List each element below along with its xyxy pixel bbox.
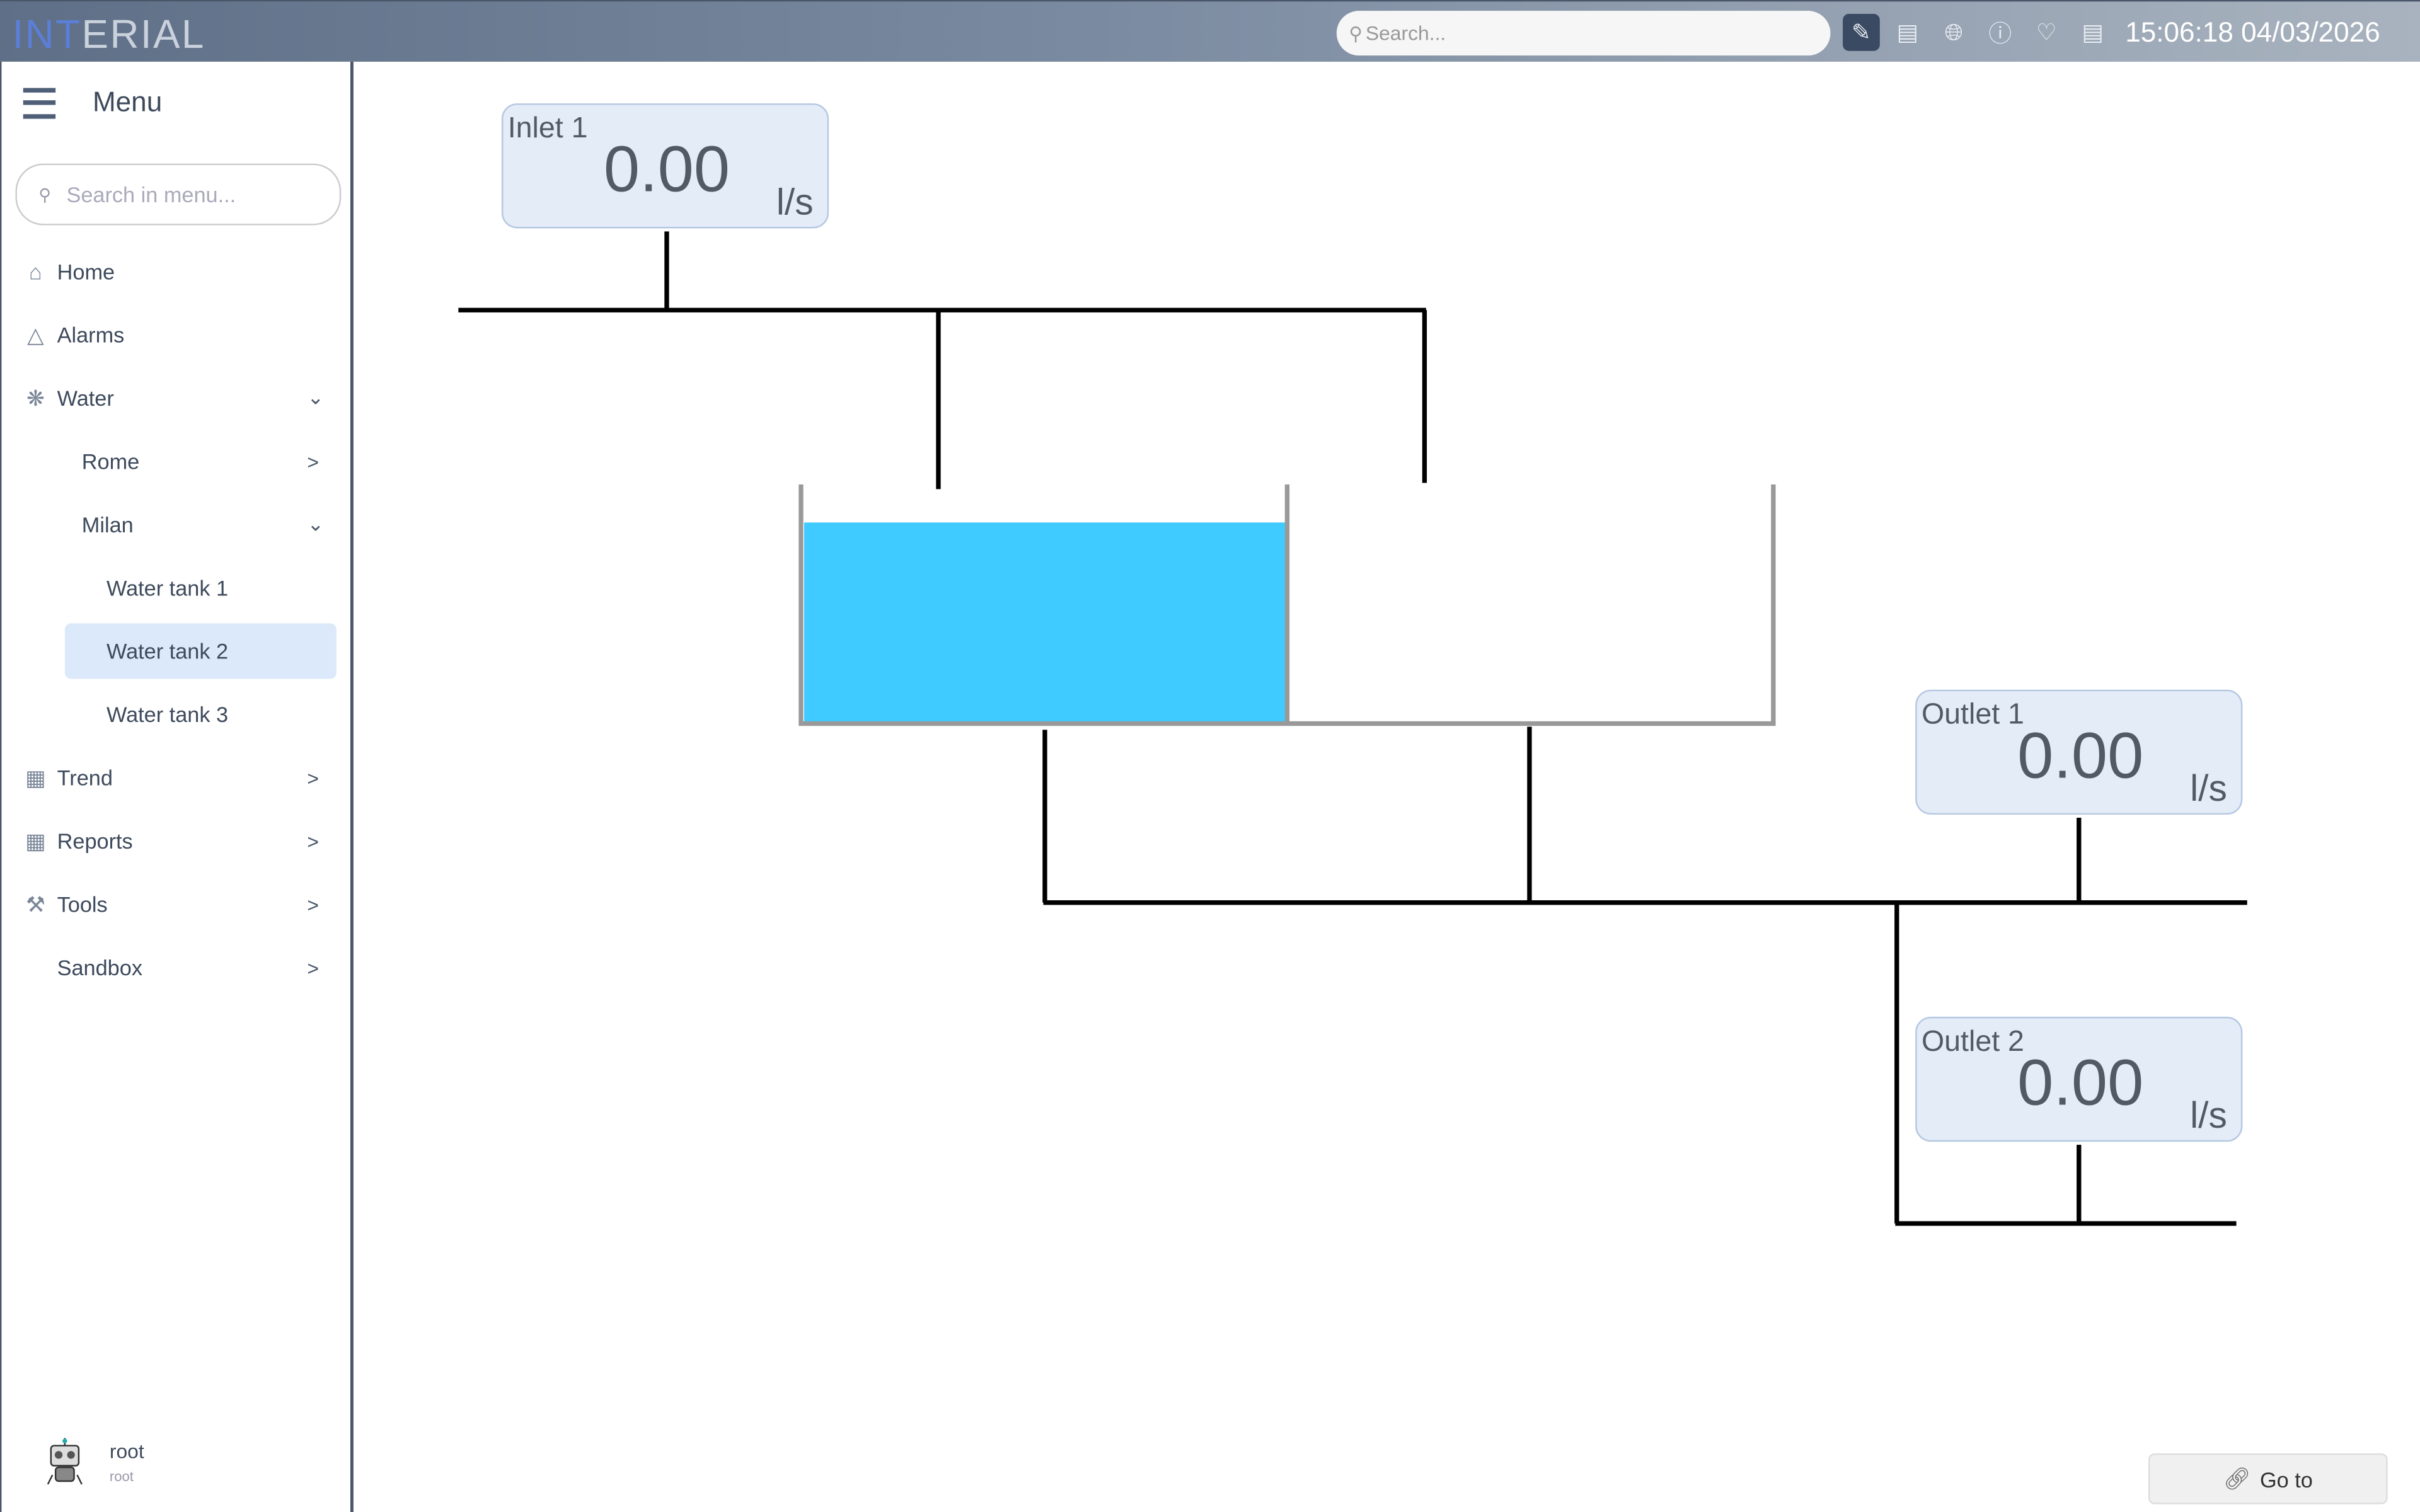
sidebar-item-water[interactable]: ❋ Water ⌄ — [1, 370, 350, 426]
help-icon[interactable]: ⓘ — [1988, 21, 2012, 47]
goto-button[interactable]: 🔗︎ Go to — [2148, 1453, 2388, 1504]
chevron-down-icon[interactable]: ⌄ — [307, 386, 325, 409]
sidebar-item-label: Trend — [57, 765, 113, 790]
clipboard-icon[interactable]: ▤ — [2082, 20, 2104, 47]
globe-icon[interactable]: 🌐︎ — [1944, 19, 1964, 46]
sidebar-item-label: Rome — [81, 449, 140, 474]
menu-title: Menu — [92, 86, 163, 118]
menu-search-input[interactable] — [63, 180, 332, 209]
process-diagram — [458, 231, 2247, 1226]
wrench-icon: ⚒ — [25, 891, 45, 916]
chevron-down-icon[interactable]: ⌄ — [307, 512, 325, 536]
sidebar-item-label: Water tank 2 — [106, 638, 229, 664]
sidebar-item-label: Tools — [57, 891, 108, 917]
sidebar-item-reports[interactable]: ▦ Reports > — [1, 813, 350, 869]
global-search[interactable]: ⚲ — [1336, 11, 1831, 56]
user-name: root — [109, 1439, 144, 1463]
link-icon: 🔗︎ — [2223, 1465, 2251, 1491]
sidebar-item-water-tank-1[interactable]: Water tank 1 — [1, 560, 350, 616]
sidebar-item-home[interactable]: ⌂ Home — [1, 244, 350, 299]
bell-icon[interactable]: ♡ — [2036, 20, 2057, 47]
edit-icon[interactable]: ✎ — [1843, 14, 1880, 51]
gauge-value: 0.00 — [2017, 1046, 2144, 1119]
gauge-unit: l/s — [2190, 768, 2227, 810]
gauge-unit: l/s — [2190, 1095, 2227, 1137]
sidebar-item-label: Water — [57, 386, 114, 411]
sidebar-item-label: Sandbox — [57, 954, 142, 980]
sidebar-item-milan[interactable]: Milan ⌄ — [1, 497, 350, 553]
sidebar-item-alarms[interactable]: △ Alarms — [1, 307, 350, 362]
gauge-label: Outlet 1 — [1921, 699, 2024, 731]
sidebar-item-label: Milan — [81, 512, 134, 537]
water-tower-icon: ❋ — [26, 385, 45, 410]
chat-icon[interactable]: ▤ — [1896, 20, 1919, 47]
gauge-value: 0.00 — [603, 132, 730, 205]
user-avatar[interactable] — [45, 1438, 85, 1487]
gauge-value: 0.00 — [2017, 719, 2144, 792]
chevron-right-icon[interactable]: > — [307, 829, 319, 853]
search-icon: ⚲ — [1349, 22, 1363, 44]
global-search-input[interactable] — [1362, 20, 1816, 47]
menu-search[interactable]: ⚲ — [15, 163, 342, 226]
chevron-right-icon[interactable]: > — [307, 765, 319, 789]
logo: INTERIAL — [12, 11, 205, 57]
sidebar-item-rome[interactable]: Rome > — [1, 433, 350, 489]
grid-icon: ▦ — [25, 827, 46, 853]
chevron-right-icon[interactable]: > — [307, 449, 319, 473]
tank-1-water — [804, 522, 1288, 723]
search-icon: ⚲ — [38, 186, 51, 205]
sidebar-item-label: Alarms — [57, 322, 125, 348]
hamburger-icon[interactable] — [23, 87, 56, 118]
table-icon: ▦ — [25, 764, 46, 789]
sidebar-item-label: Water tank 3 — [106, 702, 229, 727]
warning-icon: △ — [27, 321, 44, 346]
sidebar-item-trend[interactable]: ▦ Trend > — [1, 750, 350, 805]
gauge-label: Inlet 1 — [507, 112, 588, 146]
gauge-unit: l/s — [776, 181, 814, 224]
top-bar: INTERIAL ⚲ ✎ ▤ 🌐︎ ⓘ ♡ ▤ 15:06:18 04/03/2… — [0, 0, 2420, 62]
pipes — [458, 231, 2247, 1226]
sidebar-item-water-tank-3[interactable]: Water tank 3 — [1, 687, 350, 742]
sidebar-item-label: Home — [57, 259, 115, 284]
chevron-right-icon[interactable]: > — [307, 956, 319, 979]
datetime: 15:06:18 04/03/2026 — [2125, 16, 2380, 48]
gauge-label: Outlet 2 — [1921, 1026, 2024, 1059]
home-icon: ⌂ — [28, 259, 42, 284]
sidebar-item-water-tank-2[interactable]: Water tank 2 — [64, 623, 337, 679]
gauge-inlet-1[interactable]: Inlet 1 0.00 l/s — [501, 103, 829, 229]
user-role: root — [109, 1469, 134, 1484]
chevron-right-icon[interactable]: > — [307, 892, 319, 916]
sidebar-item-label: Water tank 1 — [106, 575, 229, 600]
sidebar: Menu ⚲ ⌂ Home △ Alarms ❋ Water ⌄ Rome > Milan ⌄ Wat… — [0, 61, 354, 1512]
sidebar-item-sandbox[interactable]: Sandbox > — [1, 939, 350, 995]
sidebar-item-tools[interactable]: ⚒ Tools > — [1, 876, 350, 932]
sidebar-item-label: Reports — [57, 828, 133, 854]
